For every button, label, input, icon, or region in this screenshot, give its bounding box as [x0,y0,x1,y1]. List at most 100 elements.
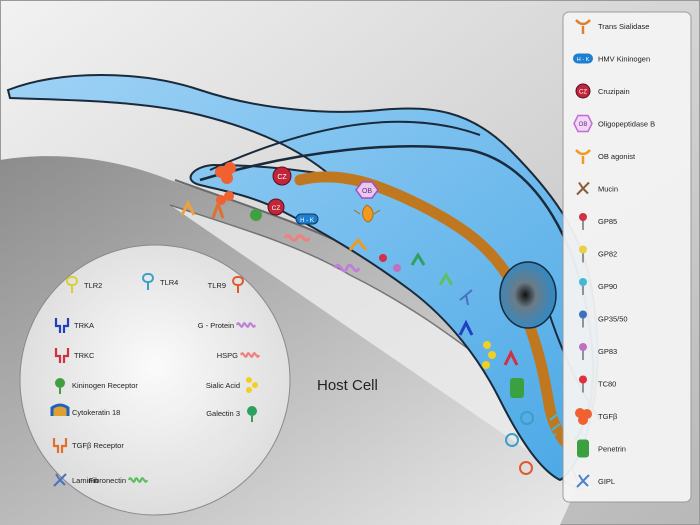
receptor-label: G - Protein [198,321,234,330]
legend-label: GP82 [598,250,617,259]
legend-label: Penetrin [598,445,626,454]
legend-item-gp35-50: GP35/50 [579,310,628,328]
component-legend-panel [562,11,692,503]
gp35-50-icon [579,310,587,328]
flagellum-edge [209,120,481,171]
tc80-icon [579,375,587,393]
gipl-icon [576,474,590,488]
legend-label: Mucin [598,185,618,194]
gp85-icon [579,213,587,230]
receptor-label: TRKA [74,321,94,330]
cruzipain-icon: CZ [575,83,591,99]
legend-item-oligopeptidase-b: OB Oligopeptidase B [573,114,655,133]
receptor-label: TGFβ Receptor [72,441,124,450]
legend-item-gp85: GP85 [579,213,617,230]
legend-label: TGFβ [598,412,618,421]
trka-icon [54,318,70,333]
legend-item-gp90: GP90 [579,278,617,295]
legend-label: HMV Kininogen [598,55,650,64]
legend-label: GP83 [598,347,617,356]
cruzipain-glyph: CZ [579,90,587,96]
legend-item-gp82: GP82 [579,245,617,263]
oligopeptidase-b-icon: OB [573,114,593,133]
mucin-icon [576,181,590,196]
gp82-icon [579,245,587,263]
legend-label: Trans Sialidase [598,22,649,31]
receptor-label: Cytokeratin 18 [72,408,120,417]
hspg-icon [239,352,261,358]
trans-sialidase-icon [575,19,591,34]
hk-glyph: H - K [300,218,314,224]
legend-label: OB agonist [598,152,636,161]
receptor-label: HSPG [217,351,238,360]
legend-label: GP35/50 [598,315,628,324]
legend-label: GP85 [598,217,617,226]
receptor-label: Sialic Acid [206,381,240,390]
hmv-kininogen-icon: H - K [573,53,593,64]
kininogen-receptor-icon [55,378,65,394]
hk-legend-glyph: H - K [577,57,590,63]
membrane-receptors [180,199,561,475]
gp90-icon [579,278,587,295]
receptor-item-tlr4: TLR4 [142,273,178,290]
legend-label: TC80 [598,380,616,389]
gp83-icon [579,343,587,360]
sialic-acid-icon [246,377,258,393]
ob-glyph: OB [362,188,372,195]
ob-agonist-icon [575,149,591,164]
hk-diagram-marker: H - K [295,213,319,225]
legend-label: GP90 [598,282,617,291]
receptor-item-trkc: TRKC [54,348,95,363]
receptor-item-tlr2: TLR2 [66,276,102,293]
tlr4-icon [142,273,154,290]
receptor-label: Kininogen Receptor [72,381,138,390]
legend-item-tgf-beta: TGFβ [575,408,618,425]
legend-label: Oligopeptidase B [598,120,655,129]
host-cell-label: Host Cell [317,377,378,394]
ob-diagram-marker: OB [353,181,381,223]
receptor-label: Galectin 3 [206,409,240,418]
legend-label: Cruzipain [598,87,630,96]
tgf-beta-receptor-icon [52,438,68,453]
legend-label: GIPL [598,477,615,486]
receptor-item-g-protein: G - Protein [198,321,257,330]
legend-item-gipl: GIPL [576,474,615,488]
nucleus [499,261,557,329]
cz-glyph: CZ [277,174,287,181]
receptor-label: TLR2 [84,281,102,290]
receptor-label: TLR4 [160,278,178,287]
receptor-item-fibronectin: Fibronectin [89,476,149,485]
legend-item-ob-agonist: OB agonist [575,149,636,164]
receptor-item-trka: TRKA [54,318,94,333]
receptor-label: Laminin [72,476,98,485]
legend-item-penetrin: Penetrin [577,439,626,458]
receptor-item-sialic-acid: Sialic Acid [206,377,258,393]
receptor-label: TRKC [74,351,95,360]
ob-legend-glyph: OB [579,122,588,128]
receptor-item-hspg: HSPG [217,351,261,360]
legend-item-hmv-kininogen: H - K HMV Kininogen [573,53,650,64]
legend-item-cruzipain: CZ Cruzipain [575,83,630,99]
tlr2-icon [66,276,78,293]
receptor-item-galectin-3: Galectin 3 [206,406,257,422]
tgf-beta-icon [575,408,592,425]
receptor-item-tgf-beta-receptor: TGFβ Receptor [52,438,124,453]
cz-glyph-2: CZ [272,205,281,212]
cytokeratin-18-icon [50,403,70,416]
receptor-item-laminin: Laminin [53,473,98,487]
receptor-label: Fibronectin [89,476,126,485]
receptor-label: TLR9 [208,281,226,290]
legend-item-mucin: Mucin [576,181,618,196]
receptor-item-tlr9: TLR9 [208,276,244,293]
cz-diagram-marker: CZ CZ [267,166,292,216]
tlr9-icon [232,276,244,293]
receptor-legend-circle [19,244,291,516]
legend-item-gp83: GP83 [579,343,617,360]
receptor-item-kininogen-receptor: Kininogen Receptor [55,378,138,394]
laminin-icon [53,473,67,487]
legend-item-trans-sialidase: Trans Sialidase [575,19,649,34]
